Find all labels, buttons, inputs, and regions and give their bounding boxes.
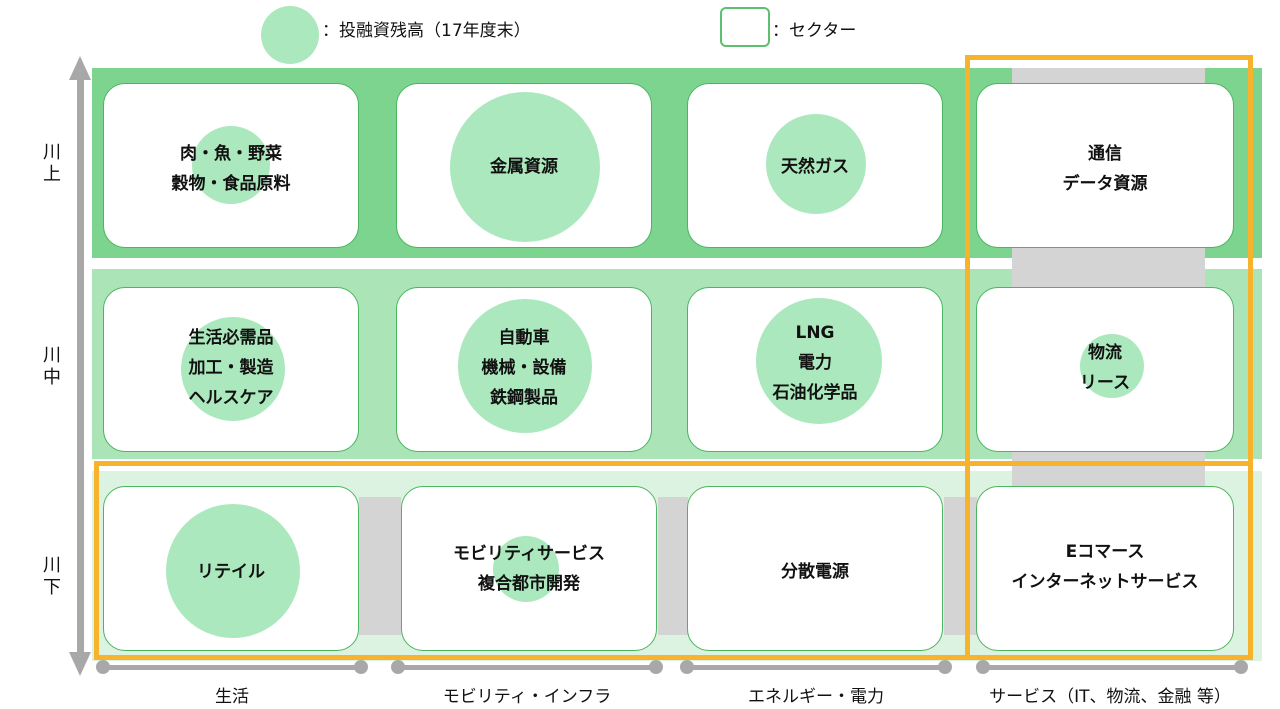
x-label-mobility: モビリティ・インフラ [442,687,612,707]
connector-down-2 [658,497,688,635]
x-segment-energy [687,665,945,670]
cell-label-line: リース [1079,373,1131,393]
legend-bubble-icon [261,6,319,64]
connector-services-top [1012,68,1205,84]
cell-label-line: インターネットサービス [1011,572,1199,592]
cell-label-line: 金属資源 [490,157,558,177]
legend-bubble-label: ：投融資残高（17年度末） [322,21,531,41]
x-segment-dot [649,660,663,674]
x-segment-dot [354,660,368,674]
connector-down-3 [944,497,977,635]
legend-sector-label: ：セクター [772,21,857,41]
x-segment-dot [1234,660,1248,674]
cell-downstream-lifestyle: リテイル [103,486,359,651]
cell-midstream-mobility: 自動車 機械・設備 鉄鋼製品 [396,287,652,452]
cell-midstream-energy: LNG 電力 石油化学品 [687,287,943,452]
cell-label-line: 穀物・食品原料 [171,174,291,194]
x-segment-dot [680,660,694,674]
x-segment-lifestyle [103,665,361,670]
cell-upstream-mobility: 金属資源 [396,83,652,248]
x-segment-dot [96,660,110,674]
cell-midstream-services: 物流 リース [976,287,1234,452]
connector-down-1 [359,497,401,635]
cell-label-line: データ資源 [1062,174,1148,194]
cell-label-line: 加工・製造 [188,358,274,378]
cell-label-line: 機械・設備 [481,358,567,378]
bubble [493,536,559,602]
cell-label-line: 自動車 [498,328,550,348]
cell-label-line: 電力 [798,353,832,373]
cell-label-line: 分散電源 [781,562,849,582]
bubble [766,114,866,214]
cell-label-line: ヘルスケア [188,388,274,408]
connector-services-lower [1012,452,1205,487]
cell-upstream-energy: 天然ガス [687,83,943,248]
x-segment-dot [976,660,990,674]
cell-label-line: 肉・魚・野菜 [180,144,282,164]
y-label-midstream: 川 中 [43,345,61,388]
bubble [756,298,882,424]
x-segment-dot [938,660,952,674]
connector-services-upper [1012,248,1205,288]
x-label-services: サービス（IT、物流、金融 等） [989,687,1231,707]
cell-downstream-mobility: モビリティサービス 複合都市開発 [401,486,657,651]
cell-label-line: 鉄鋼製品 [490,388,558,408]
bubble [192,126,270,204]
cell-upstream-lifestyle: 肉・魚・野菜 穀物・食品原料 [103,83,359,248]
y-label-downstream: 川 下 [43,555,61,598]
y-label-upstream: 川 上 [43,142,61,185]
cell-label-line: モビリティサービス [453,544,605,564]
cell-label-line: 複合都市開発 [478,574,580,594]
x-segment-dot [391,660,405,674]
x-segment-mobility [398,665,656,670]
legend-sector-icon [720,7,770,47]
cell-label-line: 生活必需品 [188,328,274,348]
highlight-downstream-row [94,461,1253,660]
x-segment-services [983,665,1241,670]
cell-label-line: 通信 [1088,144,1122,164]
arrow-down-icon [69,652,91,676]
x-label-energy: エネルギー・電力 [748,687,884,707]
cell-upstream-services: 通信 データ資源 [976,83,1234,248]
cell-downstream-services: Eコマース インターネットサービス [976,486,1234,651]
bubble [458,299,592,433]
cell-label-line: LNG [795,323,835,343]
bubble [450,92,600,242]
bubble [1080,334,1144,398]
cell-label-line: 石油化学品 [772,383,858,403]
vertical-axis [77,78,84,660]
cell-label-line: 天然ガス [781,157,849,177]
cell-label-line: 物流 [1088,343,1122,363]
arrow-up-icon [69,56,91,80]
cell-label-line: Eコマース [1065,542,1145,562]
bubble [166,504,300,638]
cell-label-line: リテイル [197,562,265,582]
bubble [181,317,285,421]
cell-midstream-lifestyle: 生活必需品 加工・製造 ヘルスケア [103,287,359,452]
x-label-lifestyle: 生活 [215,687,249,707]
cell-downstream-energy: 分散電源 [687,486,943,651]
